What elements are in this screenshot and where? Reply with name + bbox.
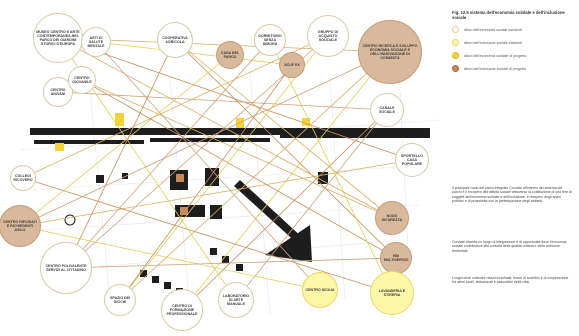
legend-label-2: Attori dell'economia solidale di progett…: [464, 53, 527, 58]
actor-node-centro-rifugiati: Centro rifugiati e richiedenti asilo: [0, 205, 41, 247]
actor-node-nodo-sicurezza: Nodo sicurezza: [375, 201, 409, 235]
actor-node-museo: Museo centro e arte contemporanea nel pa…: [33, 13, 83, 63]
link-ebi-centro-giovanile: [81, 79, 397, 259]
actor-node-label: Centro rifugiati e richiedenti asilo: [3, 219, 37, 233]
link-gruppo-acquisto-collegi: [22, 35, 329, 179]
legend-label-0: Attori dell'economia sociale esistenti: [464, 27, 522, 32]
legend-swatch-0: [452, 26, 459, 33]
actor-node-centro-polivalente: Centro polivalente servizi al cittadino: [40, 242, 92, 294]
actor-node-canale: Canale sociale: [370, 93, 404, 127]
actor-node-centro-sviluppo: Centro ricerca e sviluppo economia socia…: [358, 20, 422, 84]
link-cooperativa-centro-polivalente: [65, 39, 176, 269]
link-spazio-centro-sviluppo: [119, 51, 391, 301]
legend-swatch-2: [452, 52, 459, 59]
link-centro-anziani-canale: [57, 91, 388, 111]
description-paragraph-3: Luoghi dove costruire relazioni solidali…: [452, 276, 569, 285]
actor-node-casa-parco: Casa del parco: [216, 41, 244, 69]
description-paragraph-1: Il principale ruolo del piano integrato …: [452, 186, 572, 204]
actor-node-label: Laboratorio di arte manuale: [222, 293, 250, 307]
legend: Fig. 12.5 sistema dell'economia solidale…: [452, 10, 572, 72]
link-centro-giovanile-nodo-sicurezza: [81, 79, 393, 219]
actor-node-label: Centro polivalente servizi al cittadino: [45, 263, 87, 272]
actor-node-spazio: Spazio dei giochi: [104, 284, 136, 316]
link-scuf-spazio: [119, 64, 293, 301]
actor-node-label: Gruppo di acquisto solidale: [317, 29, 339, 43]
actor-node-label: Centro ricerca e sviluppo economia socia…: [362, 43, 418, 61]
actor-node-laboratorio: Laboratorio di arte manuale: [218, 282, 254, 318]
legend-item-0: Attori dell'economia sociale esistenti: [452, 26, 572, 33]
link-cooperativa-ebi: [174, 39, 397, 259]
actor-node-label: Collegi ricovero: [13, 173, 33, 182]
actor-node-label: Scuf ex: [284, 62, 300, 67]
actor-node-label: Centro giovanile: [72, 75, 92, 84]
actor-node-label: EBI multiservizi: [383, 253, 409, 262]
actor-node-label: Cooperativa agricola: [162, 35, 188, 44]
link-casa-parco-centro-rifugiati: [19, 54, 231, 227]
actor-node-scuf: Scuf ex: [279, 52, 305, 78]
link-sportello-centro-rifugiati: [19, 159, 413, 227]
actor-node-label: Museo centro e arte contemporanea nel pa…: [36, 29, 80, 47]
link-gruppo-acquisto-spazio: [119, 35, 329, 301]
legend-item-3: Attori dell'inclusione sociale di proget…: [452, 65, 572, 72]
actor-node-ebi: EBI multiservizi: [380, 242, 412, 274]
link-arti-salute-scuf: [95, 41, 293, 66]
link-formazione-canale: [181, 109, 388, 311]
legend-item-1: Attori dell'inclusione sociale esistenti: [452, 39, 572, 46]
legend-title: Fig. 12.5 sistema dell'economia solidale…: [452, 10, 565, 20]
actor-node-collegi: Collegi ricovero: [10, 165, 36, 191]
link-canale-laboratorio: [235, 109, 388, 301]
legend-swatch-3: [452, 65, 459, 72]
actor-node-gruppo-acquisto: Gruppo di acquisto solidale: [307, 15, 349, 57]
actor-node-sportello: Sportello casa popolare: [395, 143, 429, 177]
actor-node-cooperativa: Cooperativa agricola: [157, 22, 193, 58]
link-centro-sviluppo-centro-rifugiati: [19, 51, 391, 227]
actor-node-label: Centro anziani: [50, 87, 66, 96]
actor-node-label: Canale sociale: [379, 105, 395, 114]
actor-node-label: Nodo sicurezza: [381, 213, 403, 222]
actor-node-centro-anziani: Centro anziani: [43, 77, 73, 107]
legend-label-1: Attori dell'inclusione sociale esistenti: [464, 40, 523, 45]
link-nodo-sicurezza-cooperativa: [174, 39, 393, 219]
actor-node-label: Centro Sicilia: [305, 287, 335, 292]
actor-node-lavanderia: Lavanderia e stireria: [370, 271, 414, 315]
link-centro-rifugiati-centro-sicilia: [19, 225, 321, 291]
actor-node-dormitorio: Dormitorio senza dimora: [254, 24, 286, 56]
actor-node-arti-salute: Arti di salute mentale: [81, 27, 111, 57]
link-centro-sicilia-arti-salute: [95, 41, 321, 291]
link-centro-polivalente-ebi: [65, 257, 397, 269]
actor-node-label: Spazio dei giochi: [109, 295, 131, 304]
link-dormitorio-centro-polivalente: [65, 39, 271, 269]
link-lavanderia-dormitorio: [269, 39, 393, 294]
actor-node-label: Arti di salute mentale: [87, 35, 105, 49]
actor-node-label: Dormitorio senza dimora: [258, 33, 282, 47]
building-blocks: [30, 113, 430, 301]
link-museo-nodo-sicurezza: [57, 37, 393, 219]
link-collegi-lavanderia: [22, 177, 393, 294]
legend-label-3: Attori dell'inclusione sociale di proget…: [464, 66, 526, 71]
actor-node-label: Casa del parco: [220, 50, 240, 59]
description-paragraph-2: Corviale diventa un luogo di integrazion…: [452, 240, 567, 253]
actor-node-centro-sicilia: Centro Sicilia: [302, 272, 338, 308]
connection-lines: [19, 35, 413, 311]
legend-swatch-1: [452, 39, 459, 46]
actor-node-label: Centro di formazione professionale: [166, 303, 198, 317]
legend-item-2: Attori dell'economia solidale di progett…: [452, 52, 572, 59]
actor-node-label: Sportello casa popolare: [401, 153, 423, 167]
actor-node-label: Lavanderia e stireria: [378, 288, 406, 297]
actor-node-formazione: Centro di formazione professionale: [161, 289, 203, 331]
actor-node-centro-giovanile: Centro giovanile: [68, 66, 96, 94]
